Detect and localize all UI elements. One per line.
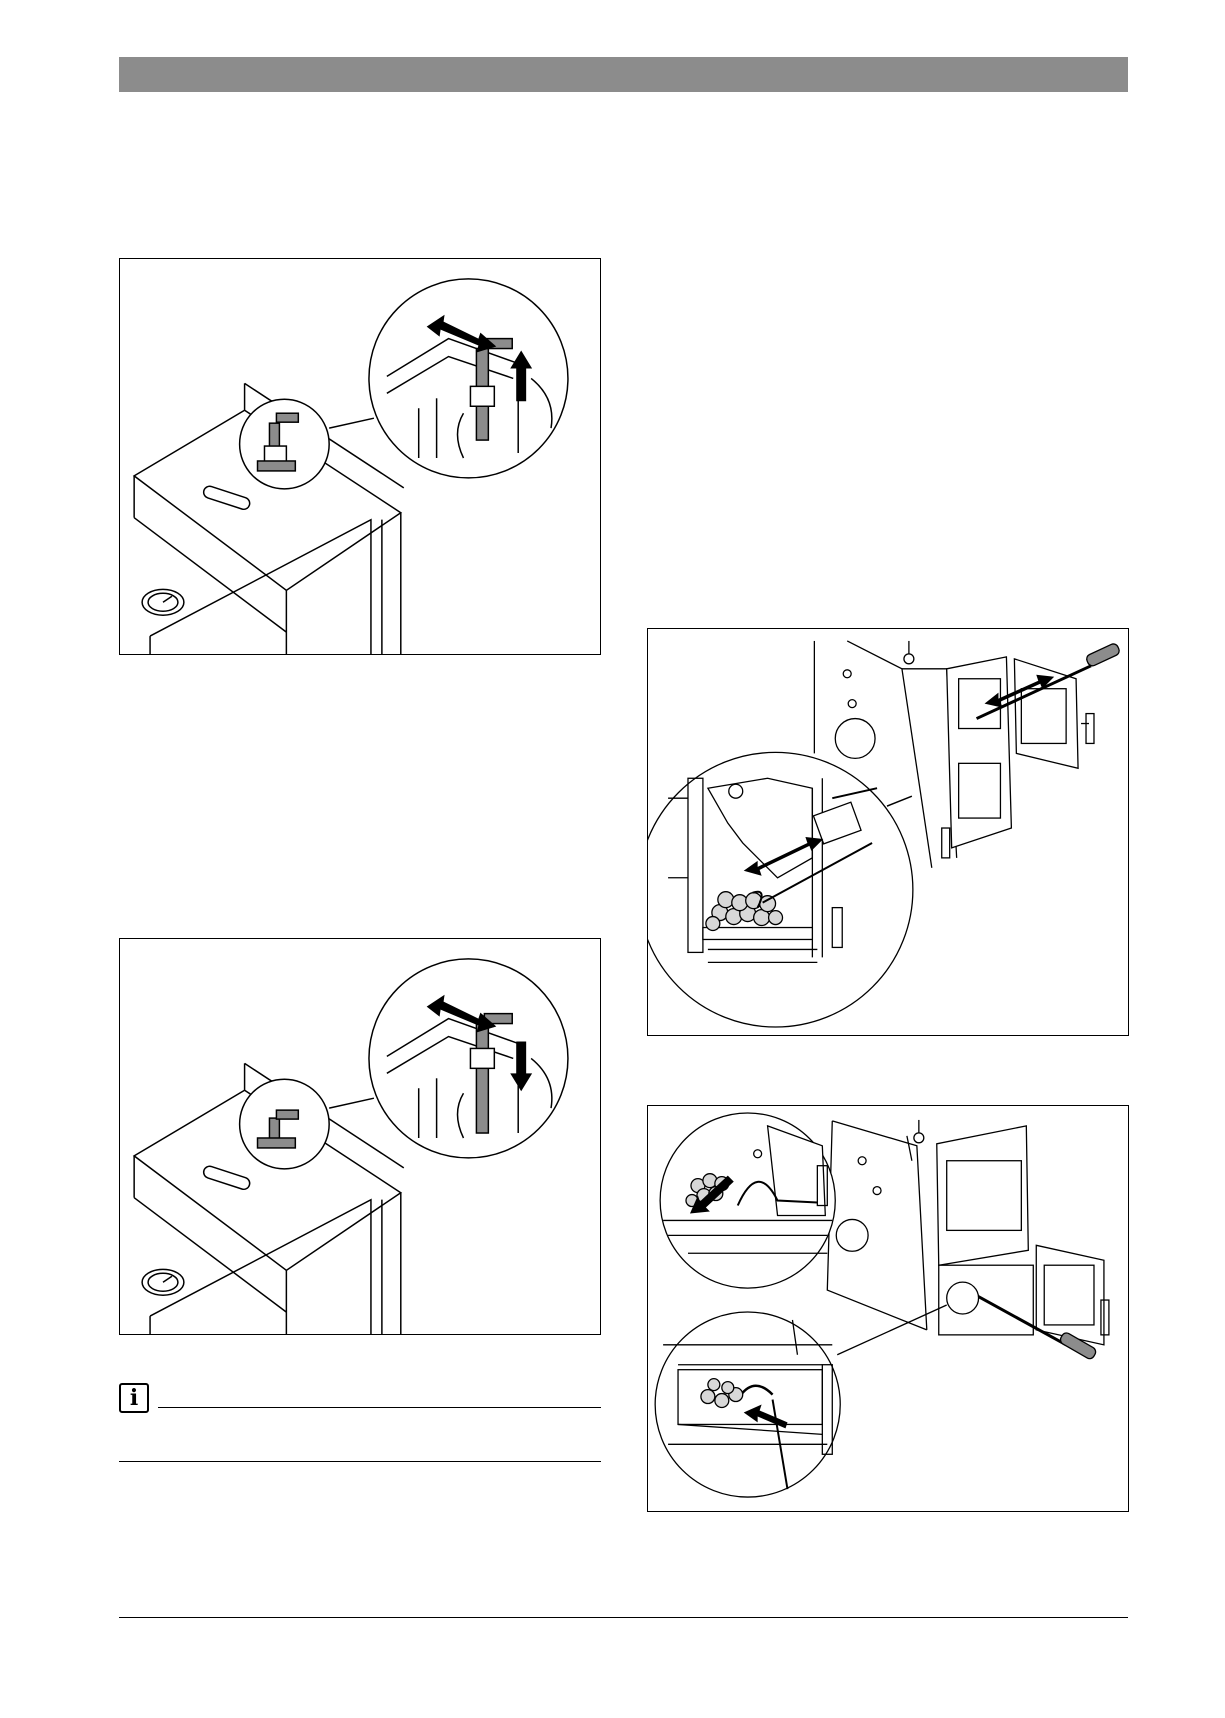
figure-lever-down bbox=[119, 938, 601, 1335]
footer-rule bbox=[119, 1617, 1128, 1618]
cleaning-upper-illustration bbox=[648, 629, 1128, 1035]
cleaning-lower-illustration bbox=[648, 1106, 1128, 1511]
header-band bbox=[119, 57, 1128, 92]
note-divider-bottom bbox=[119, 1461, 601, 1462]
lever-up-illustration bbox=[120, 259, 600, 654]
figure-cleaning-upper bbox=[647, 628, 1129, 1036]
gauge-icon bbox=[142, 589, 184, 615]
info-icon: i bbox=[119, 1383, 149, 1413]
figure-cleaning-lower bbox=[647, 1105, 1129, 1512]
figure-lever-up bbox=[119, 258, 601, 655]
note-divider-top bbox=[158, 1407, 601, 1408]
gauge-icon bbox=[142, 1269, 184, 1295]
lever-down-illustration bbox=[120, 939, 600, 1334]
info-glyph: i bbox=[130, 1385, 138, 1411]
